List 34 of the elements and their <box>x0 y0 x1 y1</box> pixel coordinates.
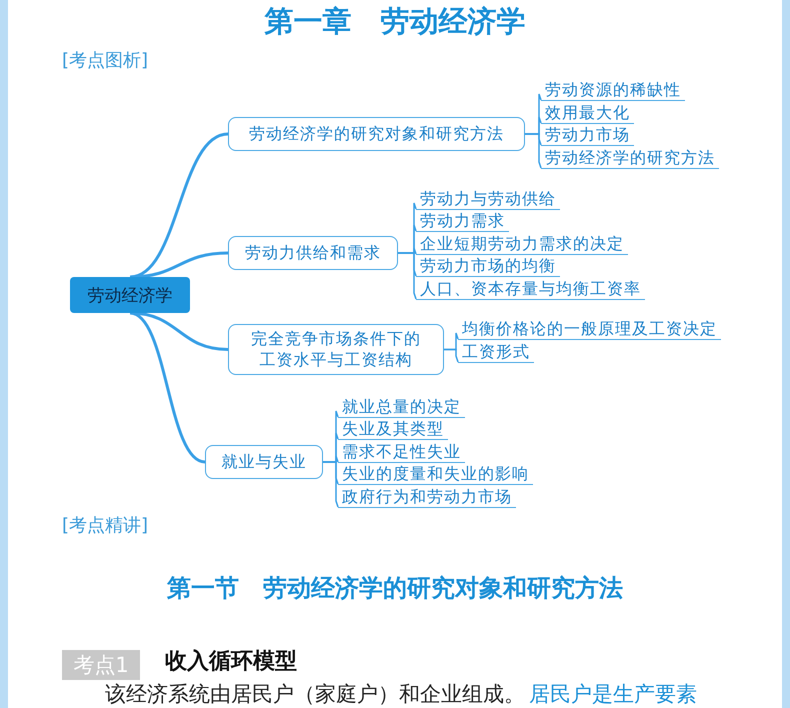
section-tag: [考点图析] <box>62 50 148 72</box>
branch-curve <box>130 252 228 278</box>
subtopic-text: 劳动资源的稀缺性 <box>541 80 685 101</box>
topic-box: 就业与失业 <box>205 445 323 479</box>
topic-box: 劳动经济学的研究对象和研究方法 <box>228 117 525 151</box>
body-text: 该经济系统由居民户（家庭户）和企业组成。 <box>105 682 525 708</box>
subtopic-text: 需求不足性失业 <box>338 442 465 463</box>
body-text-highlight: 居民户是生产要素 <box>529 682 697 708</box>
topic-heading: 收入循环模型 <box>165 649 297 676</box>
subtopic-text: 工资形式 <box>458 342 534 363</box>
bracket-line <box>398 252 417 300</box>
subtopic-text: 劳动经济学的研究方法 <box>541 148 719 169</box>
bracket-line <box>444 348 459 363</box>
subtopic-text: 劳动力市场 <box>541 125 634 146</box>
subtopic-text: 劳动力市场的均衡 <box>416 256 560 277</box>
subtopic-text: 人口、资本存量与均衡工资率 <box>416 279 645 300</box>
section-tag: [考点精讲] <box>62 515 148 537</box>
root-topic-box: 劳动经济学 <box>70 277 190 313</box>
bracket-line <box>323 461 339 508</box>
chapter-title: 第一章 劳动经济学 <box>264 3 526 40</box>
subtopic-text: 劳动力与劳动供给 <box>416 189 560 210</box>
subtopic-text: 均衡价格论的一般原理及工资决定 <box>458 319 721 340</box>
subtopic-text: 失业及其类型 <box>338 419 448 440</box>
subtopic-text: 企业短期劳动力需求的决定 <box>416 234 628 255</box>
bracket-line <box>525 133 542 169</box>
subtopic-text: 失业的度量和失业的影响 <box>338 464 533 485</box>
subtopic-text: 就业总量的决定 <box>338 397 465 418</box>
subtopic-text: 政府行为和劳动力市场 <box>338 487 516 508</box>
subtopic-text: 效用最大化 <box>541 103 634 124</box>
branch-curve <box>130 312 206 464</box>
subtopic-text: 劳动力需求 <box>416 211 509 232</box>
topic-box: 劳动力供给和需求 <box>228 236 398 270</box>
topic-box: 完全竞争市场条件下的工资水平与工资结构 <box>228 324 444 375</box>
section-heading: 第一节 劳动经济学的研究对象和研究方法 <box>166 574 624 603</box>
